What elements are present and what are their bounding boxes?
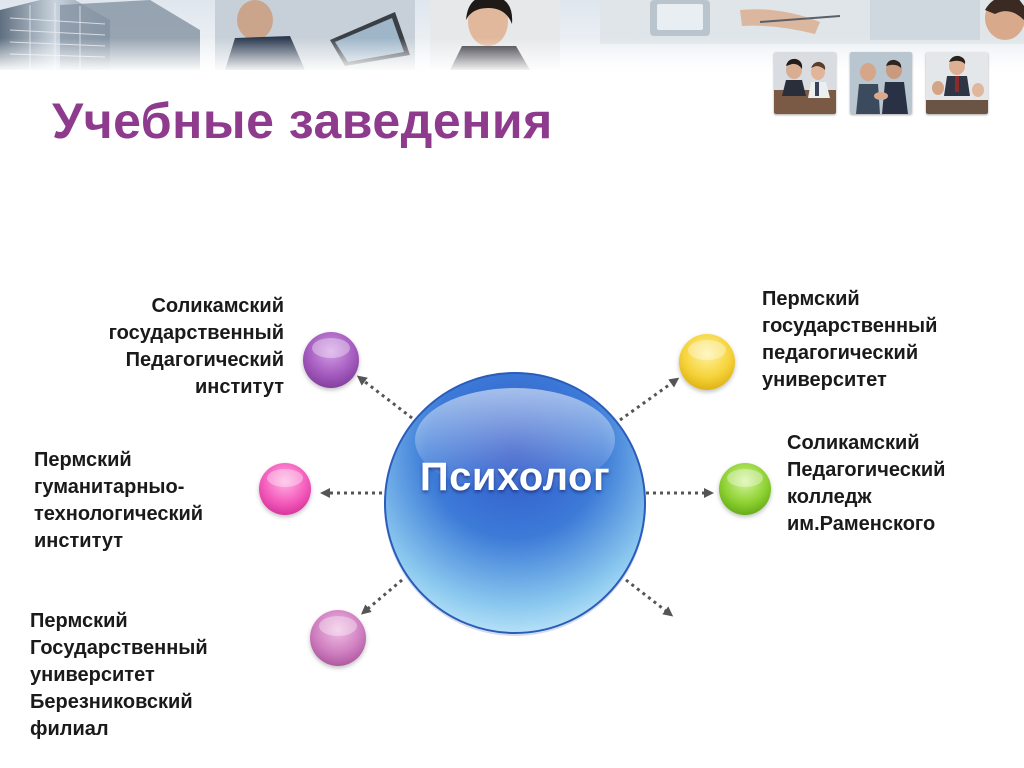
office-team-photo-icon: [926, 52, 988, 114]
node-circle-yellow: [679, 334, 735, 390]
connector-arrow-unlabeled: [625, 578, 674, 617]
label-line: Соликамский: [787, 432, 920, 454]
label-line: Пермский: [762, 288, 860, 310]
connector-arrow-to-perm-pedagogical-university: [619, 377, 680, 422]
node-circle-pink: [259, 463, 311, 515]
label-line: Государственный: [30, 637, 208, 659]
label-line: педагогический: [762, 342, 919, 364]
connector-arrow-to-perm-state-university-branch: [360, 578, 403, 615]
label-line: Педагогический: [787, 459, 946, 481]
label-line: технологический: [34, 503, 204, 525]
node-circle-green: [719, 463, 771, 515]
node-circle-purple: [303, 332, 359, 388]
business-meeting-photo-icon: [774, 52, 836, 114]
label-line: институт: [34, 530, 124, 552]
label-line: им.Раменского: [787, 513, 936, 535]
label-line: институт: [194, 376, 284, 398]
center-hub-label: Психолог: [419, 455, 611, 499]
label-perm-humanitarian-technological-institute: Пермский гуманитарныо- технологический и…: [34, 447, 254, 555]
label-line: филиал: [30, 718, 109, 740]
label-line: Соликамский: [151, 295, 284, 317]
label-line: Березниковский: [30, 691, 193, 713]
label-line: государственный: [762, 315, 938, 337]
label-line: университет: [762, 369, 887, 391]
handshake-photo-icon: [850, 52, 912, 114]
label-perm-pedagogical-university: Пермский государственный педагогический …: [762, 286, 1002, 394]
node-circle-mauve: [310, 610, 366, 666]
label-solikamsk-pedagogical-college: Соликамский Педагогический колледж им.Ра…: [787, 430, 1007, 538]
connector-arrow-to-solikamsk-institute: [356, 375, 413, 420]
slide-title: Учебные заведения: [52, 93, 553, 149]
banner-collage-image: [0, 0, 1024, 70]
label-line: государственный: [108, 322, 284, 344]
label-line: университет: [30, 664, 155, 686]
label-perm-state-university-berezniki-branch: Пермский Государственный университет Бер…: [30, 608, 260, 743]
label-line: Пермский: [34, 449, 132, 471]
label-line: колледж: [787, 486, 872, 508]
label-solikamsk-pedagogical-institute: Соликамский государственный Педагогическ…: [60, 293, 284, 401]
header-photo-banner: [0, 0, 1024, 70]
label-line: Пермский: [30, 610, 128, 632]
center-hub-circle: [384, 372, 646, 636]
label-line: гуманитарныо-: [34, 476, 185, 498]
label-line: Педагогический: [125, 349, 284, 371]
